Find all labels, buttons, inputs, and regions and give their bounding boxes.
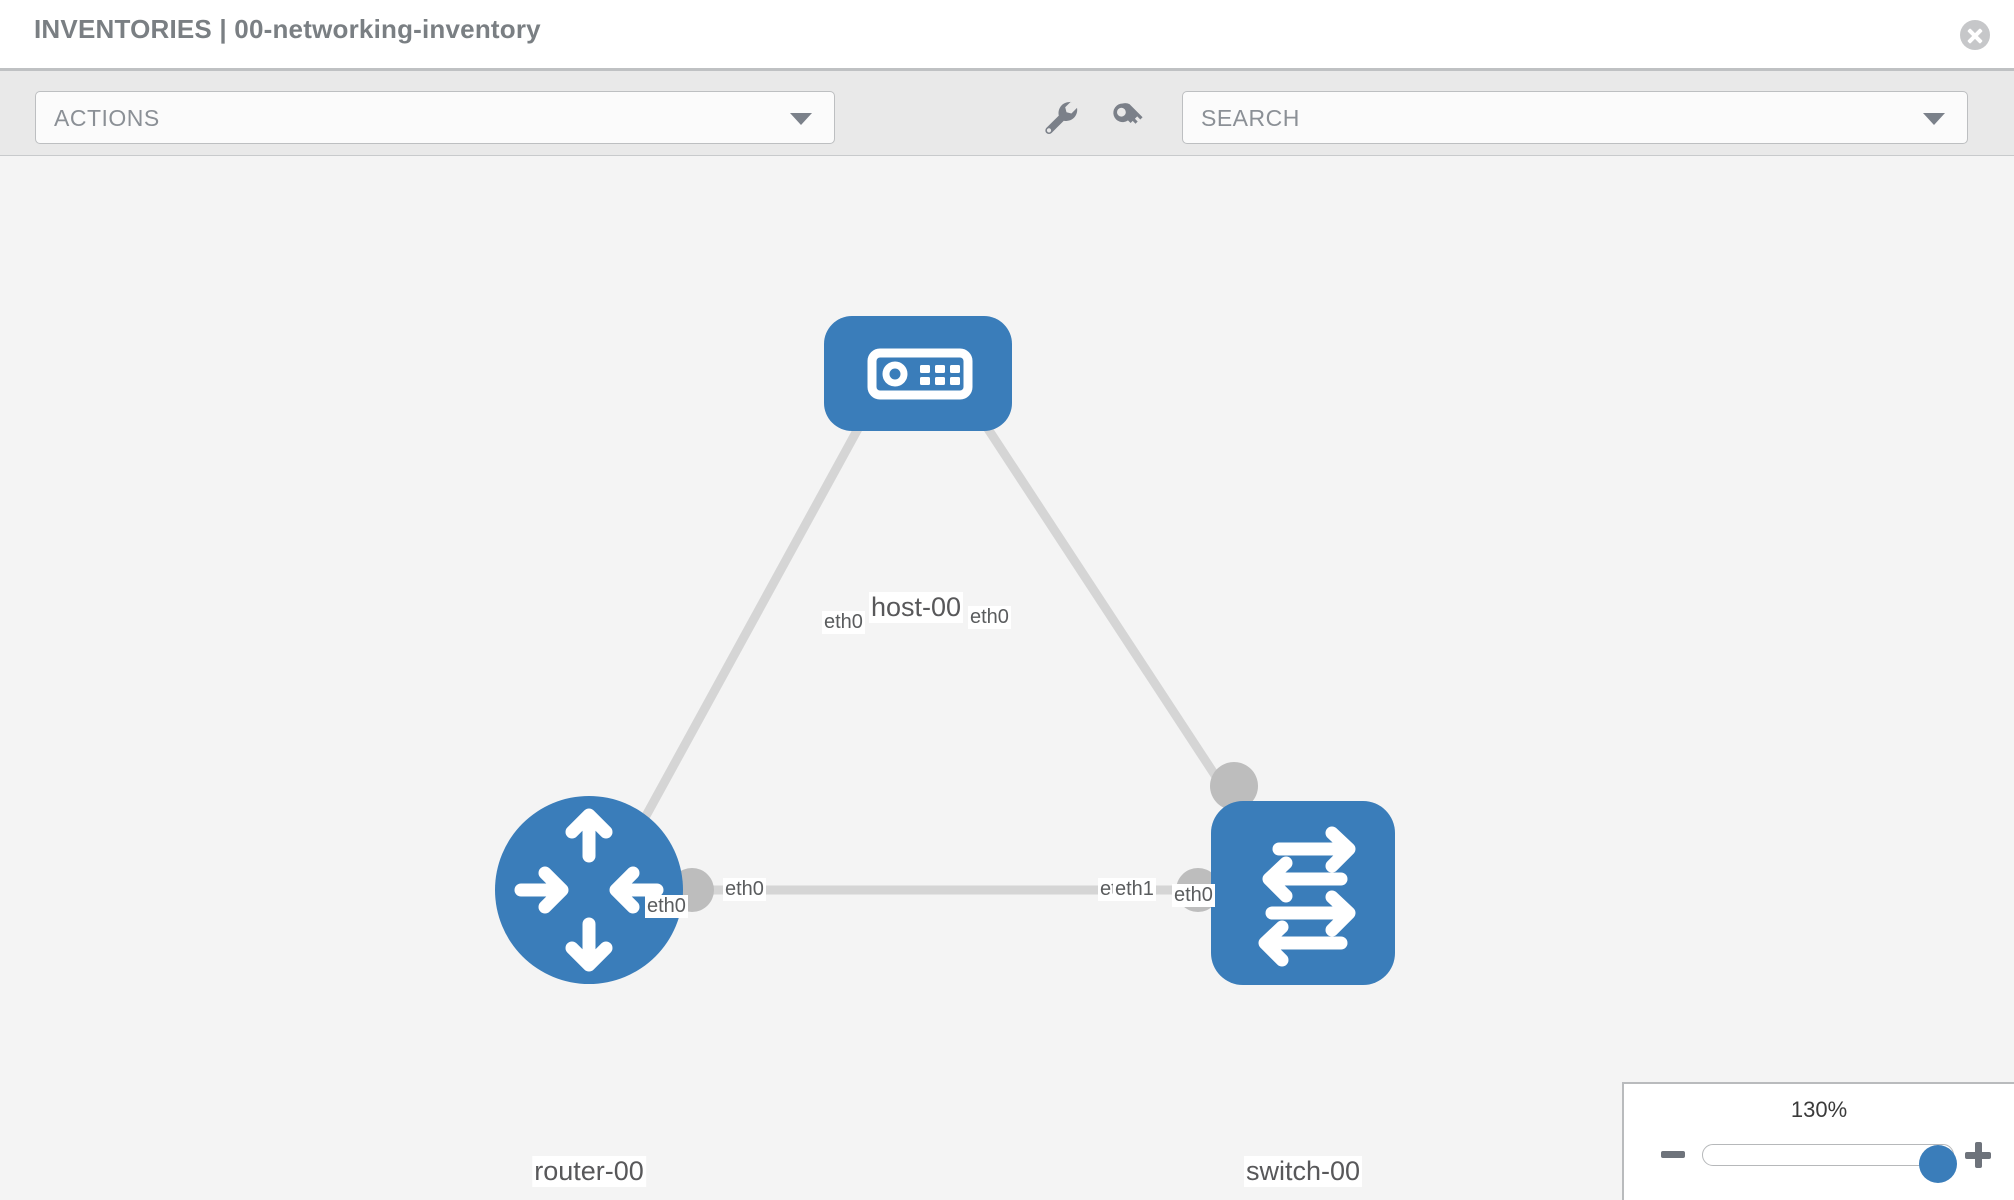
key-icon[interactable] <box>1105 95 1149 139</box>
search-input-placeholder: SEARCH <box>1201 105 1300 131</box>
node-label-switch-00: switch-00 <box>1243 1156 1363 1187</box>
edge-label-router-right: eth0 <box>723 878 766 901</box>
zoom-in-button[interactable] <box>1965 1142 1991 1168</box>
zoom-slider-row <box>1624 1136 2014 1183</box>
edge-label-host-right: eth0 <box>968 606 1011 629</box>
zoom-percent-label: 130% <box>1790 1097 1848 1122</box>
zoom-slider[interactable] <box>1702 1144 1957 1183</box>
edge-label-switch-left-b: eth1 <box>1113 878 1156 901</box>
zoom-out-button[interactable] <box>1661 1151 1685 1158</box>
actions-dropdown[interactable]: ACTIONS <box>35 91 835 144</box>
zoom-control-panel: 130% <box>1622 1082 2014 1200</box>
edge-label-router-uplink: eth0 <box>645 895 688 918</box>
node-switch-00 <box>1211 801 1395 985</box>
router-icon <box>514 808 664 972</box>
topology-links <box>620 371 1272 895</box>
node-label-host-00: host-00 <box>868 592 964 623</box>
node-router-00 <box>495 796 683 984</box>
zoom-slider-thumb[interactable] <box>1919 1145 1957 1183</box>
server-icon <box>867 348 973 400</box>
topology-canvas[interactable]: host-00 router-00 switch-00 eth0 eth0 et… <box>0 156 2014 1200</box>
edge-label-switch-uplink: eth0 <box>1172 884 1215 907</box>
edge-label-host-left: eth0 <box>822 611 865 634</box>
chevron-down-icon <box>1923 113 1945 125</box>
actions-dropdown-label: ACTIONS <box>54 105 160 131</box>
page-title: INVENTORIES | 00-networking-inventory <box>34 14 541 44</box>
node-label-router-00: router-00 <box>532 1156 646 1187</box>
port-switch-top <box>1210 762 1258 810</box>
node-host-00 <box>824 316 1012 431</box>
chevron-down-icon <box>790 113 812 125</box>
topology-toolbar: ACTIONS SEARCH <box>0 68 2014 156</box>
close-icon[interactable] <box>1960 20 1990 50</box>
topology-graph <box>495 316 1395 985</box>
switch-icon <box>1258 826 1356 967</box>
wrench-icon[interactable] <box>1038 95 1082 139</box>
zoom-in-icon-v <box>1975 1142 1982 1168</box>
page-header: INVENTORIES | 00-networking-inventory <box>0 0 2014 68</box>
search-input[interactable]: SEARCH <box>1182 91 1968 144</box>
link-host-router <box>620 371 892 859</box>
